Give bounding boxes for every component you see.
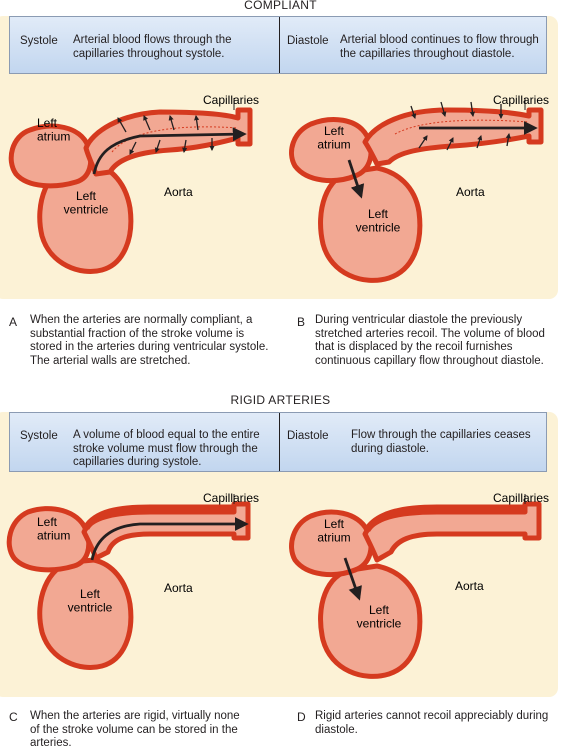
label-capillaries: Capillaries [493, 491, 549, 505]
caption-d-letter: D [297, 710, 306, 724]
diastole-flow-arrow [347, 121, 538, 199]
label-capillaries: Capillaries [203, 93, 259, 107]
label-aorta: Aorta [164, 581, 193, 595]
label-capillaries: Capillaries [493, 93, 549, 107]
aorta [83, 107, 253, 177]
label-aorta: Aorta [164, 185, 193, 199]
phase-divider [279, 413, 280, 471]
left-ventricle [318, 563, 423, 679]
rigid-heading: RIGID ARTERIES [230, 393, 331, 407]
systole-label: Systole [20, 430, 58, 442]
wall-recoil-arrows [410, 101, 511, 151]
aorta [362, 107, 544, 167]
label-aorta: Aorta [456, 185, 485, 199]
left-ventricle [37, 557, 134, 670]
left-atrium [8, 123, 94, 189]
wall-stretch-arrows [117, 114, 215, 155]
label-aorta: Aorta [455, 579, 484, 593]
systole-flow-arrow [90, 517, 249, 561]
rigid-phase-box: Systole A volume of blood equal to the e… [9, 412, 547, 472]
phase-divider [279, 17, 280, 73]
caption-d: Rigid arteries cannot recoil appreciably… [315, 710, 549, 736]
caption-b: During ventricular diastole the previous… [315, 314, 545, 368]
caption-b-letter: B [297, 315, 306, 329]
left-ventricle [318, 165, 423, 283]
left-ventricle [37, 161, 134, 274]
left-atrium [289, 509, 374, 578]
diastole-flow-arrow [343, 557, 362, 601]
diastole-label: Diastole [287, 35, 329, 47]
caption-c-letter: C [9, 710, 18, 724]
caption-a-letter: A [9, 315, 18, 329]
caption-c: When the arteries are rigid, virtually n… [30, 710, 240, 750]
systole-label: Systole [20, 35, 58, 47]
diastole-description: Arterial blood continues to flow through… [340, 34, 539, 60]
compliant-heading: COMPLIANT [244, 0, 317, 12]
label-capillaries: Capillaries [203, 491, 259, 505]
compliant-phase-box: Systole Arterial blood flows through the… [9, 16, 547, 74]
left-atrium [6, 506, 92, 573]
systole-flow-arrow [92, 127, 247, 175]
aorta [81, 501, 251, 561]
diastole-label: Diastole [287, 430, 329, 442]
caption-a: When the arteries are normally compliant… [30, 314, 269, 368]
